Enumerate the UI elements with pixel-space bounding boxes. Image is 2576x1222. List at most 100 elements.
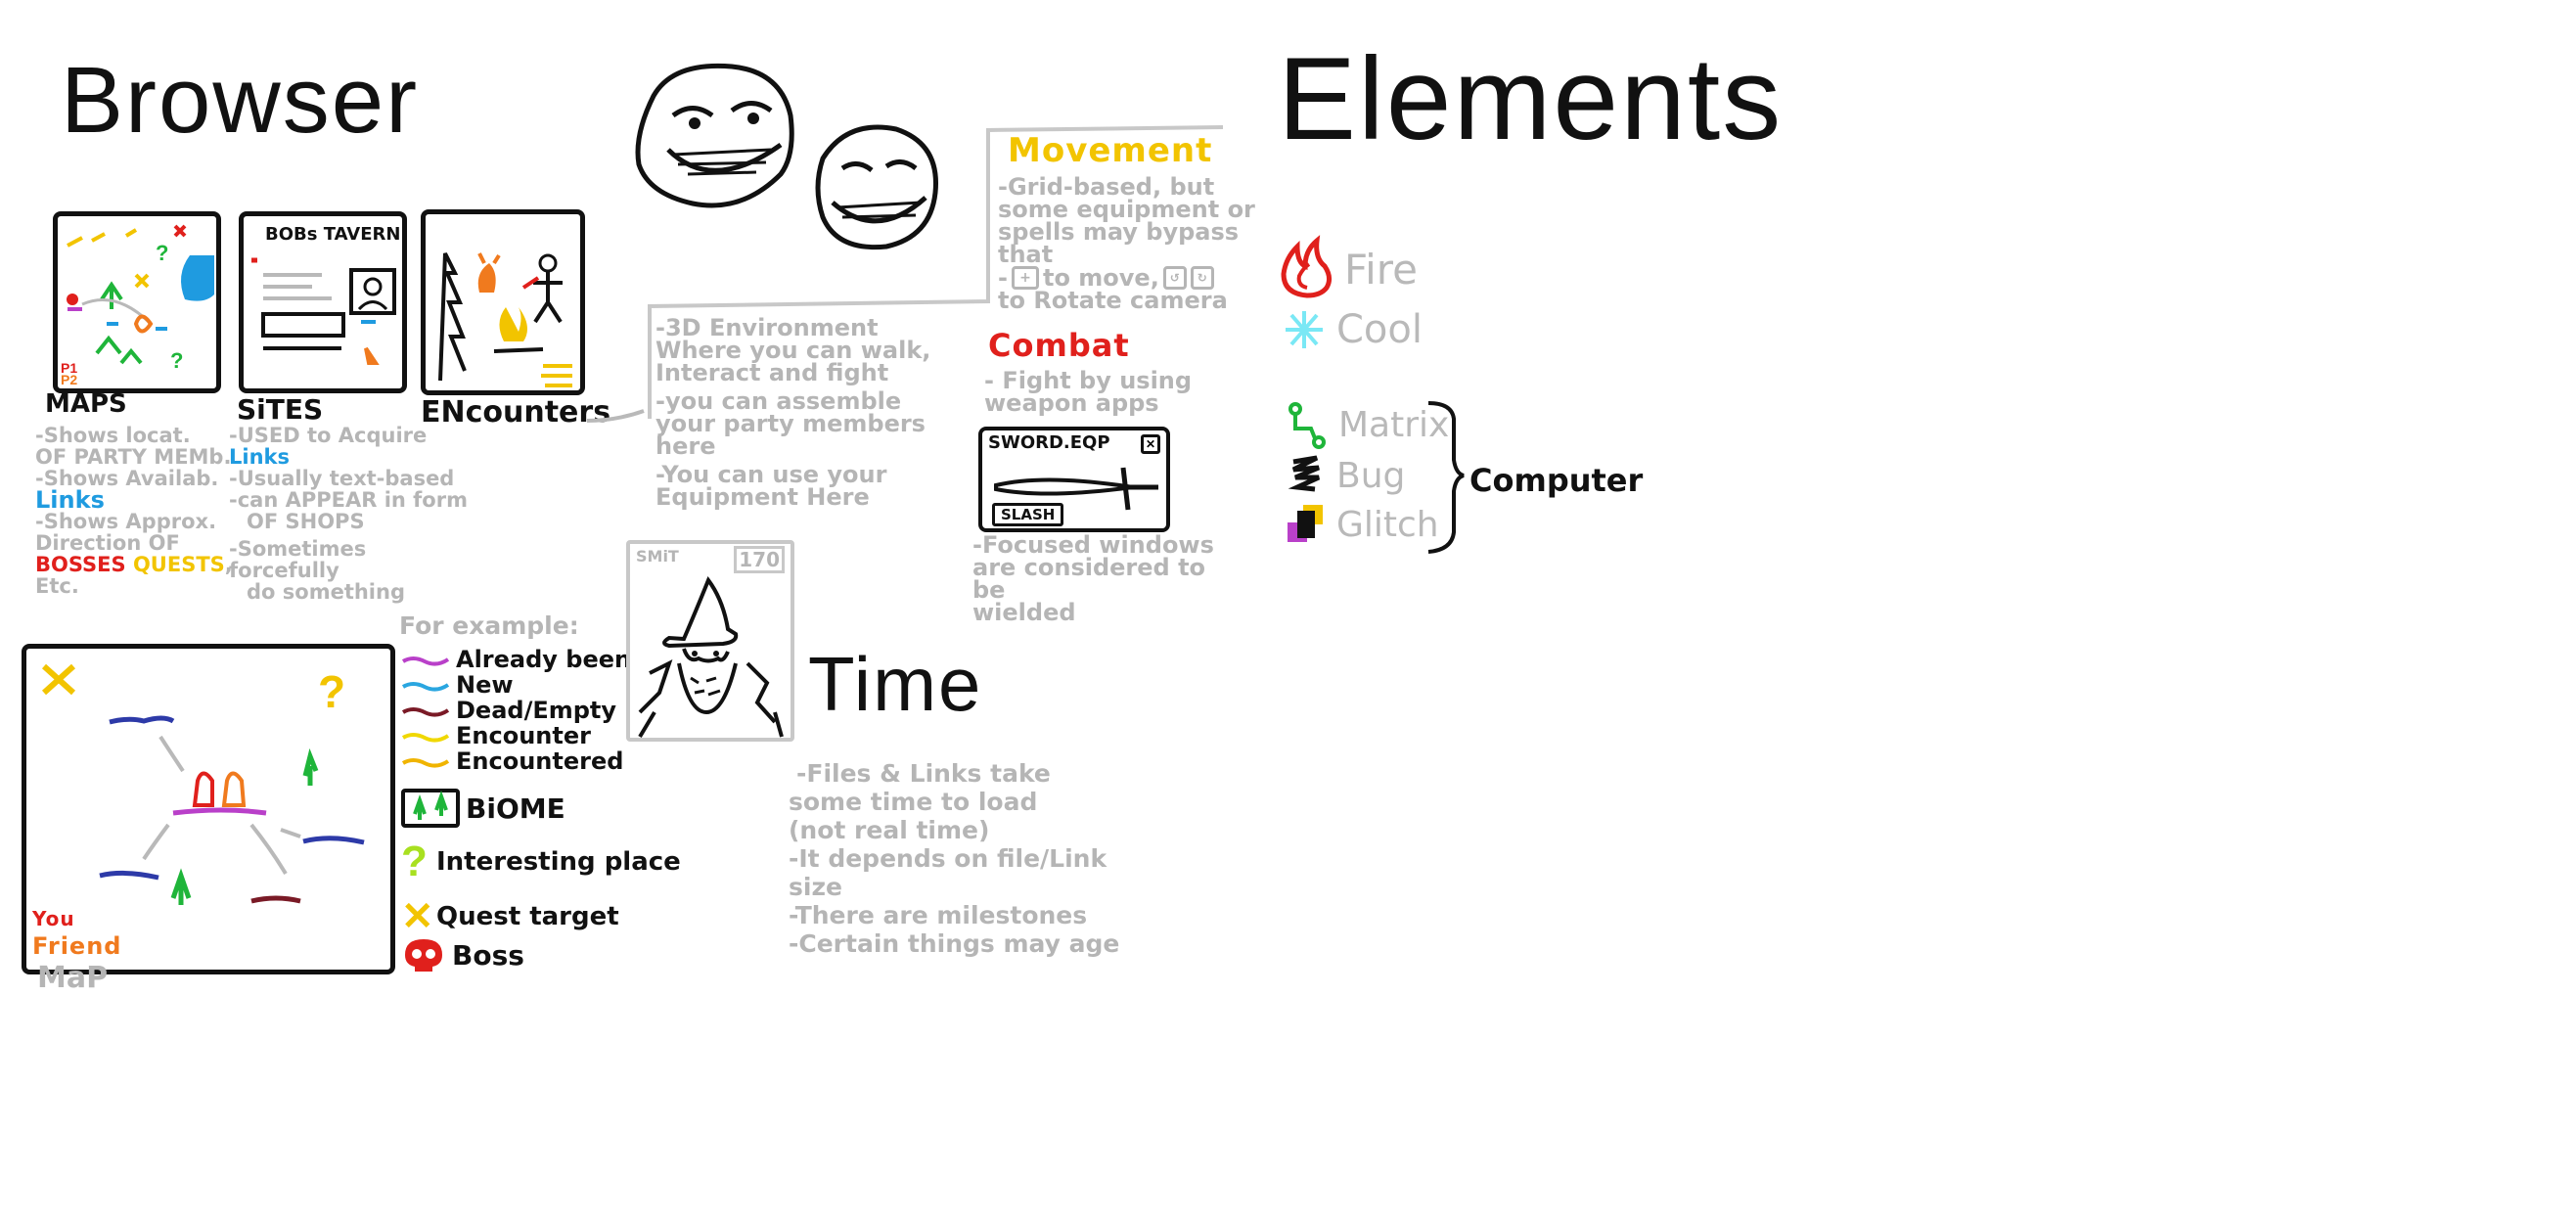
matrix-icon xyxy=(1288,402,1326,449)
bug-icon xyxy=(1288,455,1321,492)
snowflake-icon xyxy=(1286,311,1323,348)
enc-note-1: -3D Environment xyxy=(655,314,879,341)
time-note-2: some time to load xyxy=(789,788,1038,816)
legend-label-0: Already been xyxy=(456,646,632,673)
time-note-3: (not real time) xyxy=(789,816,990,844)
element-cool-row: Cool xyxy=(1282,307,1423,352)
movement-note-5: to move, xyxy=(1042,263,1159,292)
svg-text:P1: P1 xyxy=(61,360,77,376)
enc-note-7: -You can use your xyxy=(655,461,887,488)
glitch-icon xyxy=(1288,505,1323,542)
legend-line-1 xyxy=(401,682,450,692)
map-friend-label: Friend xyxy=(32,932,122,960)
legend-interesting-row: ? Interesting place xyxy=(401,837,681,886)
movement-note-1: -Grid-based, but xyxy=(998,173,1215,201)
slash-button[interactable]: SLASH xyxy=(992,503,1064,526)
legend-biome-label: BiOME xyxy=(466,792,565,825)
movement-note-4: that xyxy=(998,241,1054,268)
elements-title: Elements xyxy=(1278,33,1784,164)
legend-row-4: Encountered xyxy=(401,747,623,775)
legend-interesting-label: Interesting place xyxy=(436,847,681,877)
boss-skull-icon xyxy=(405,939,442,972)
legend-for-example: For example: xyxy=(399,611,579,640)
element-glitch-row: Glitch xyxy=(1284,503,1439,546)
combat-note-1: - Fight by using xyxy=(984,367,1193,394)
quest-target-icon: ✕ xyxy=(401,895,434,938)
sites-note-1: -USED to Acquire xyxy=(229,424,428,447)
movement-note-5-row: - + to move, ↺ ↻ xyxy=(998,266,1262,290)
map-label: MaP xyxy=(37,961,109,995)
legend-line-2 xyxy=(401,707,450,717)
sites-note-6: do something xyxy=(247,580,405,604)
sword-icon xyxy=(994,467,1158,511)
computer-label: Computer xyxy=(1469,462,1644,499)
enc-note-8: Equipment Here xyxy=(655,483,870,511)
maps-label: MAPS xyxy=(45,389,127,419)
rotate-left-key-icon: ↺ xyxy=(1162,266,1187,290)
biome-tree-icon xyxy=(413,791,448,820)
rotate-right-key-icon: ↻ xyxy=(1190,266,1214,290)
legend-row-3: Encounter xyxy=(401,722,591,749)
maps-notes: -Shows locat. OF PARTY MEMb. -Shows Avai… xyxy=(35,425,270,597)
trollface-small-icon xyxy=(815,124,938,250)
connector-line xyxy=(586,409,645,423)
sword-note-1: -Focused windows xyxy=(972,531,1214,559)
svg-text:?: ? xyxy=(156,241,168,265)
legend-quest-label: Quest target xyxy=(436,902,619,931)
sites-label: SiTES xyxy=(237,393,324,426)
movement-title: Movement xyxy=(1008,131,1213,170)
wizard-card-header-right: 170 xyxy=(734,546,785,573)
move-key-icon: + xyxy=(1011,266,1039,290)
legend-row-1: New xyxy=(401,671,514,699)
map-panel: ? You Friend xyxy=(22,644,395,974)
element-fire-label: Fire xyxy=(1344,245,1418,294)
time-title: Time xyxy=(808,641,983,727)
movement-notes: -Grid-based, but some equipment or spell… xyxy=(998,173,1262,314)
maps-note-5: Direction OF xyxy=(35,531,180,555)
sword-window-close-icon[interactable]: ✕ xyxy=(1141,434,1160,454)
encounters-notes: -3D Environment Where you can walk, Inte… xyxy=(655,314,988,511)
element-matrix-label: Matrix xyxy=(1338,404,1450,445)
legend-line-stroke-4 xyxy=(401,758,450,768)
legend-label-3: Encounter xyxy=(456,722,591,749)
combat-title: Combat xyxy=(988,327,1130,364)
enc-note-5: your party members xyxy=(655,410,926,437)
browser-title: Browser xyxy=(61,48,420,153)
sites-panel-art xyxy=(251,257,396,365)
maps-note-etc: , Etc. xyxy=(35,553,233,598)
legend-label-1: New xyxy=(456,671,514,699)
encounters-panel-art xyxy=(438,252,572,387)
map-you-label: You xyxy=(32,907,75,930)
sites-header: BOBs TAVERN xyxy=(265,224,401,245)
fire-icon xyxy=(1281,235,1333,298)
movement-note-6: to Rotate camera xyxy=(998,287,1228,314)
svg-text:?: ? xyxy=(318,666,345,717)
wizard-card: SMiT 170 xyxy=(626,540,794,742)
legend-label-4: Encountered xyxy=(456,747,624,775)
svg-text:?: ? xyxy=(170,348,183,373)
sites-panel: BOBs TAVERN xyxy=(239,211,407,393)
svg-text:P2: P2 xyxy=(61,372,77,387)
interesting-place-icon: ? xyxy=(401,837,428,885)
combat-notes: - Fight by using weapon apps xyxy=(984,367,1248,417)
sword-window: SWORD.EQP ✕ SLASH xyxy=(978,427,1170,532)
wizard-icon xyxy=(638,575,784,739)
maps-note-4: -Shows Approx. xyxy=(35,510,217,533)
sword-note-2: are considered to be xyxy=(972,554,1206,604)
sword-window-title: SWORD.EQP xyxy=(988,432,1110,453)
legend-boss-label: Boss xyxy=(452,938,524,972)
computer-brace xyxy=(1427,401,1465,554)
maps-note-2: OF PARTY MEMb. xyxy=(35,445,232,469)
time-notes: -Files & Links take some time to load (n… xyxy=(789,759,1199,958)
legend-row-2: Dead/Empty xyxy=(401,697,616,724)
sites-note-5: -Sometimes forcefully xyxy=(229,537,367,582)
time-note-1: -Files & Links take xyxy=(796,759,1051,788)
combat-note-2: weapon apps xyxy=(984,389,1159,417)
element-cool-label: Cool xyxy=(1336,307,1423,352)
legend-line-stroke-0 xyxy=(401,656,450,666)
time-note-6: -There are milestones xyxy=(789,901,1088,929)
encounters-label: ENcounters xyxy=(421,395,611,430)
sites-note-4: OF SHOPS xyxy=(247,510,365,533)
legend-label-2: Dead/Empty xyxy=(456,697,617,724)
element-glitch-label: Glitch xyxy=(1336,504,1439,545)
